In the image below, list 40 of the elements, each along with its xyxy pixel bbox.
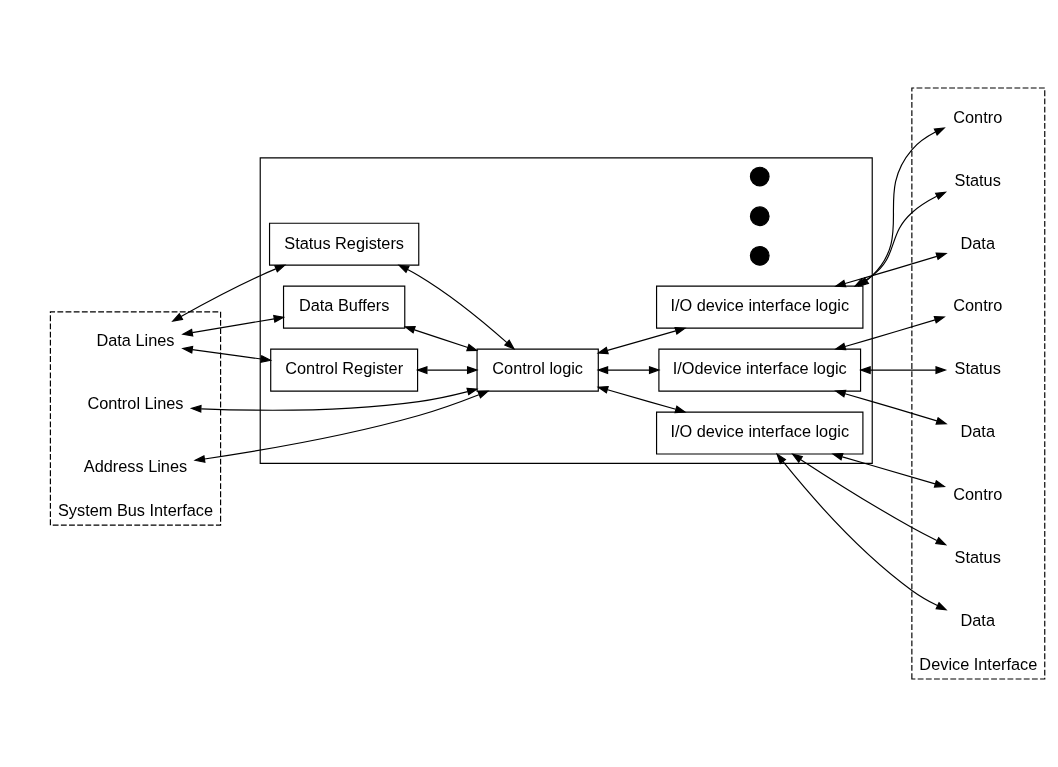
- node-text: Contro: [953, 107, 1003, 126]
- arrow: [857, 127, 946, 288]
- arrow: [181, 345, 273, 363]
- arrow: [775, 452, 948, 611]
- node-box: I/O device interface logic: [656, 285, 864, 329]
- node-text: Contro: [953, 296, 1003, 315]
- arrow: [596, 385, 687, 414]
- arrow: [403, 326, 479, 352]
- node-text: Data Lines: [96, 331, 175, 350]
- node-circle: [749, 245, 770, 266]
- node-box: Status Registers: [268, 222, 420, 266]
- arrow: [834, 316, 946, 351]
- node-box: I/O device interface logic: [656, 411, 864, 455]
- arrow: [171, 264, 287, 322]
- node-text: Data: [960, 611, 995, 630]
- arrow: [397, 264, 516, 351]
- arrow: [859, 366, 948, 375]
- node-circle: [749, 166, 770, 187]
- node-box: Control Register: [270, 348, 419, 392]
- node-text: Data: [960, 233, 995, 252]
- arrow: [596, 327, 687, 355]
- node-text: Address Lines: [83, 457, 188, 476]
- arrow: [791, 453, 948, 546]
- arrow: [834, 389, 948, 425]
- node-circle: [749, 206, 770, 227]
- arrow: [181, 314, 286, 337]
- node-text: Status: [954, 359, 1001, 378]
- arrow: [831, 452, 947, 488]
- node-text: Data: [960, 422, 995, 441]
- arrow: [415, 366, 479, 375]
- arrow: [596, 366, 661, 375]
- arrow: [193, 390, 490, 463]
- arrow: [189, 387, 479, 413]
- node-text: Status: [954, 170, 1001, 189]
- node-box: I/Odevice interface logic: [658, 348, 862, 392]
- node-box: Data Buffers: [282, 285, 406, 329]
- node-text: Contro: [953, 485, 1003, 504]
- node-box: Control logic: [476, 348, 599, 392]
- node-text: Control Lines: [87, 394, 184, 413]
- node-text: Status: [954, 548, 1001, 567]
